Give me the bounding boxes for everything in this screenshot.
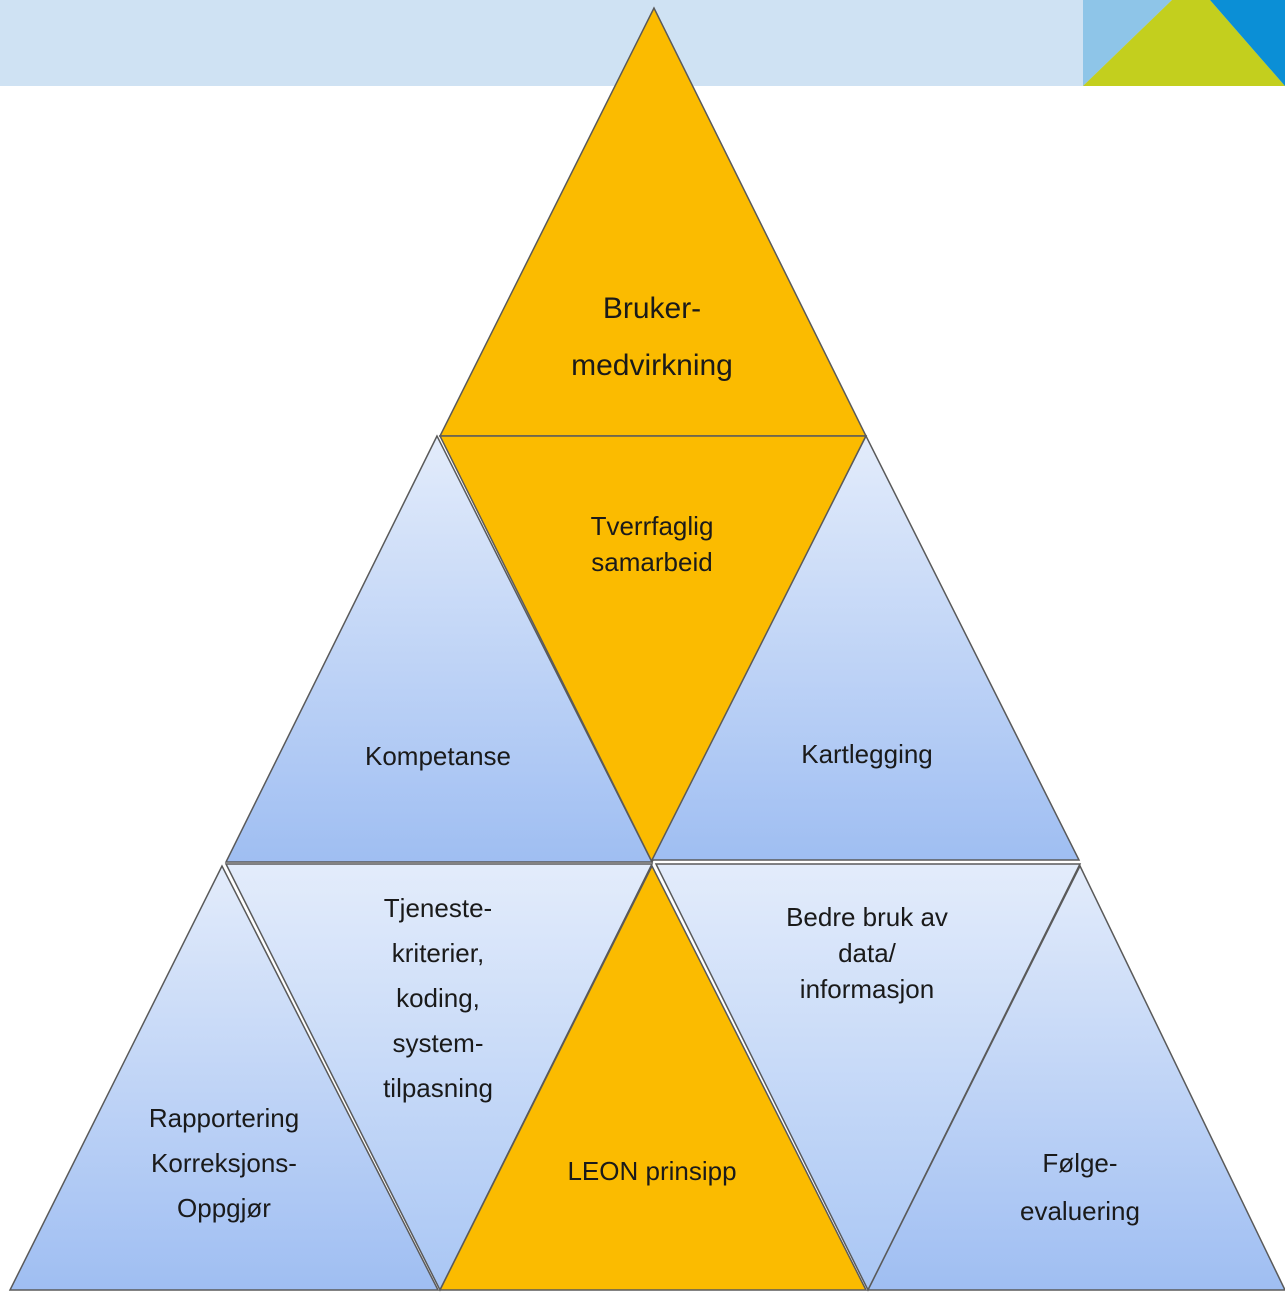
label-folge-evaluering: Følge- evaluering: [1020, 1148, 1140, 1226]
label-kompetanse: Kompetanse: [365, 741, 511, 771]
label-brukermedvirkning: Bruker- medvirkning: [571, 292, 733, 382]
label-kartlegging: Kartlegging: [801, 739, 933, 769]
label-tjeneste: Tjeneste- kriterier, koding, system- til…: [383, 893, 493, 1103]
logo-green-triangle: [1083, 0, 1285, 86]
segment-rapportering: [8, 864, 440, 1291]
corner-logo: [1083, 0, 1285, 86]
segment-leon-prinsipp: [438, 864, 868, 1291]
label-bedre-bruk: Bedre bruk av data/ informasjon: [786, 902, 948, 1004]
label-rapportering: Rapportering Korreksjons- Oppgjør: [148, 1103, 300, 1223]
logo-blue-triangle: [1210, 0, 1285, 86]
label-leon-prinsipp: LEON prinsipp: [567, 1156, 737, 1186]
segment-kartlegging: [650, 434, 1081, 861]
segment-kompetanse: [224, 434, 654, 863]
segment-folge-evaluering: [866, 864, 1285, 1291]
label-tverrfaglig-samarbeid: Tverrfaglig samarbeid: [590, 511, 714, 577]
